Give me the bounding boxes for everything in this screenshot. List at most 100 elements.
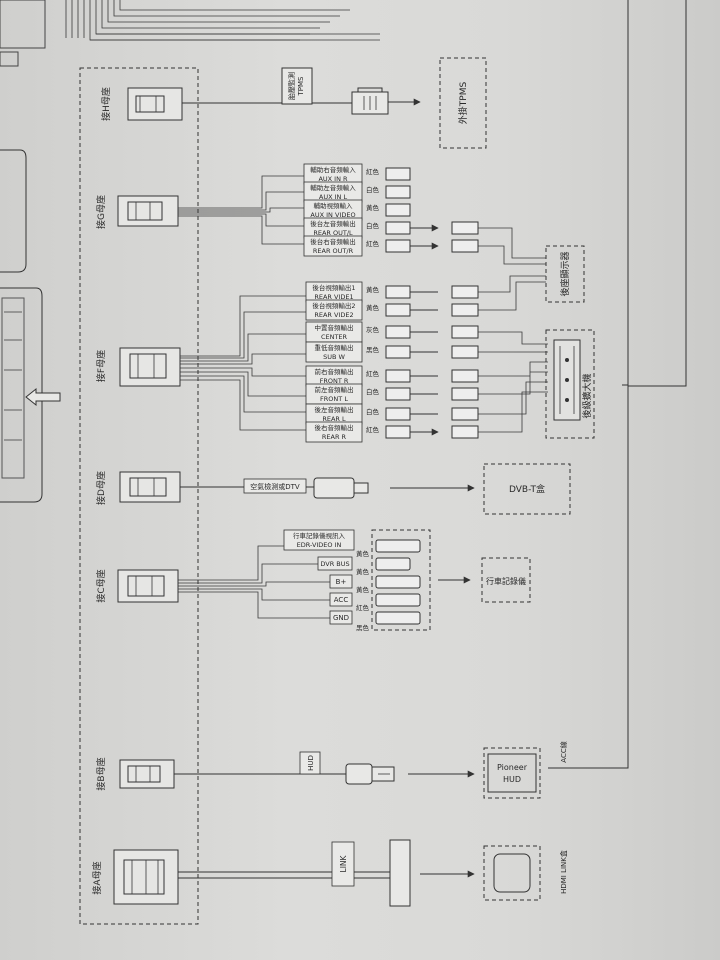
connector-a-label: 接A母座: [91, 861, 103, 894]
rear-display-label: 後座顯示器: [559, 251, 571, 296]
dvr-plug-group: [371, 529, 431, 631]
dvr-plugs: [375, 539, 421, 625]
svg-text:前右音頻輸出: 前右音頻輸出: [315, 367, 354, 376]
acc-line-label: ACC線: [559, 741, 568, 762]
svg-text:輔助左音頻輸入: 輔助左音頻輸入: [310, 183, 356, 192]
svg-text:黃色: 黃色: [366, 303, 380, 312]
c-output-b-plus: B+: [329, 574, 353, 589]
f-output-rear-l: 後左音頻輸出 REAR L 白色: [305, 403, 380, 425]
svg-text:CENTER: CENTER: [321, 333, 348, 341]
pioneer-hud-line2: HUD: [503, 775, 521, 784]
pioneer-hud: Pioneer HUD: [483, 747, 541, 799]
f-rca-plugs: [385, 285, 411, 439]
pioneer-hud-line1: Pioneer: [497, 763, 528, 772]
amplifier-label: 後級擴大機: [581, 373, 593, 418]
svg-text:FRONT R: FRONT R: [320, 377, 349, 385]
svg-text:SUB W: SUB W: [323, 353, 345, 361]
hdmi-link-box: HDMI LINK盒: [483, 845, 568, 901]
g-output-aux-in-l: 輔助左音頻輸入 AUX IN L 白色: [303, 181, 380, 203]
connector-d-label: 接D母座: [95, 471, 107, 505]
connector-a: 接A母座: [91, 849, 179, 905]
c-output-gnd: GND 紅色 黑色: [329, 603, 370, 632]
svg-text:ACC: ACC: [334, 596, 349, 604]
top-harness-fragment: [0, 0, 380, 67]
svg-text:後台左音頻輸出: 後台左音頻輸出: [310, 219, 356, 228]
acc-wire: [548, 386, 629, 769]
rear-display: 後座顯示器: [545, 245, 585, 303]
svg-text:黃色: 黃色: [366, 285, 380, 294]
tpms-plug: [351, 87, 389, 115]
g-output-rear-out-l: 後台左音頻輸出 REAR OUT/L 白色: [303, 217, 380, 239]
svg-text:紅色: 紅色: [366, 425, 380, 434]
svg-text:白色: 白色: [366, 221, 380, 230]
svg-text:後台視頻輸出1: 後台視頻輸出1: [312, 283, 355, 292]
f-output-center: 中置音頻輸出 CENTER 灰色: [305, 321, 380, 343]
hdmi-plug: [389, 839, 411, 907]
head-unit-outline: [0, 149, 61, 503]
svg-text:REAR OUT/R: REAR OUT/R: [313, 247, 354, 255]
svg-text:黃色: 黃色: [366, 203, 380, 212]
c-output-dvr-bus: DVR BUS 黃色: [317, 556, 370, 576]
tpms-label-en: TPMS: [297, 76, 305, 97]
f-output-rear-vide1: 後台視頻輸出1 REAR VIDE1 黃色: [305, 281, 380, 303]
svg-text:黑色: 黑色: [356, 623, 370, 632]
svg-text:AUX IN L: AUX IN L: [319, 193, 348, 201]
dvb-t-box-label: DVB-T盒: [509, 483, 545, 495]
svg-text:REAR R: REAR R: [322, 433, 347, 441]
svg-text:重低音頻輸出: 重低音頻輸出: [315, 343, 354, 352]
svg-text:後左音頻輸出: 後左音頻輸出: [315, 405, 354, 414]
g-output-aux-in-r: 輔助右音頻輸入 AUX IN R 紅色: [303, 163, 380, 185]
svg-text:紅色: 紅色: [356, 603, 370, 612]
svg-text:白色: 白色: [366, 407, 380, 416]
connector-f-label: 接F母座: [95, 350, 107, 382]
usb-plug-icon: [345, 763, 395, 785]
svg-text:FRONT L: FRONT L: [320, 395, 348, 403]
svg-text:黑色: 黑色: [366, 345, 380, 354]
svg-text:AUX IN VIDEO: AUX IN VIDEO: [310, 211, 355, 219]
hud-cable-label: HUD: [307, 755, 315, 771]
svg-text:灰色: 灰色: [366, 325, 380, 334]
connector-d: 接D母座: [95, 471, 181, 505]
svg-text:REAR L: REAR L: [322, 415, 346, 423]
connector-c-label: 接C母座: [95, 569, 107, 602]
svg-text:行車記錄儀視訊入: 行車記錄儀視訊入: [293, 531, 346, 540]
tpms-device-label: 外掛TPMS: [457, 82, 469, 125]
g-rca-plugs: [385, 167, 411, 253]
dvr-device: 行車記錄儀: [481, 557, 531, 603]
connector-f: 接F母座: [95, 347, 181, 387]
dvb-t-box: DVB-T盒: [483, 463, 571, 515]
svg-text:EDR-VIDEO IN: EDR-VIDEO IN: [297, 541, 342, 549]
dtv-label: 空氣檢測或DTV: [250, 482, 300, 491]
connector-c: 接C母座: [95, 569, 179, 603]
connector-h-label: 接H母座: [100, 87, 112, 121]
c-output-edr-video: 行車記錄儀視訊入 EDR-VIDEO IN 黃色: [283, 529, 370, 558]
svg-text:紅色: 紅色: [366, 167, 380, 176]
f-output-front-r: 前右音頻輸出 FRONT R 紅色: [305, 365, 380, 387]
svg-text:REAR OUT/L: REAR OUT/L: [313, 229, 353, 237]
svg-text:輔助右音頻輸入: 輔助右音頻輸入: [310, 165, 356, 174]
acc-loop-wire: [627, 0, 687, 387]
f-output-sub-w: 重低音頻輸出 SUB W 黑色: [305, 341, 380, 363]
svg-text:REAR VIDE1: REAR VIDE1: [314, 293, 353, 301]
svg-text:GND: GND: [333, 614, 349, 622]
svg-text:中置音頻輸出: 中置音頻輸出: [315, 323, 354, 332]
amplifier: 後級擴大機: [545, 329, 595, 439]
svg-text:前左音頻輸出: 前左音頻輸出: [315, 385, 354, 394]
g-output-rear-out-r: 後台右音頻輸出 REAR OUT/R 紅色: [303, 235, 380, 257]
svg-text:紅色: 紅色: [366, 239, 380, 248]
f-output-front-l: 前左音頻輸出 FRONT L 白色: [305, 383, 380, 405]
f-output-rear-r: 後右音頻輸出 REAR R 紅色: [305, 421, 380, 443]
connector-h: 接H母座: [100, 87, 183, 121]
g-output-aux-in-video: 輔助視頻輸入 AUX IN VIDEO 黃色: [303, 199, 380, 221]
connector-b: 接B母座: [95, 757, 175, 791]
svg-text:輔助視頻輸入: 輔助視頻輸入: [314, 201, 354, 210]
svg-text:DVR BUS: DVR BUS: [320, 560, 349, 568]
svg-text:AUX IN R: AUX IN R: [318, 175, 348, 183]
svg-text:REAR VIDE2: REAR VIDE2: [314, 311, 353, 319]
dtv-plug: [313, 477, 369, 499]
svg-text:後台視頻輸出2: 後台視頻輸出2: [312, 301, 355, 310]
connector-b-label: 接B母座: [95, 757, 107, 790]
c-output-acc: ACC 黃色: [329, 585, 370, 607]
